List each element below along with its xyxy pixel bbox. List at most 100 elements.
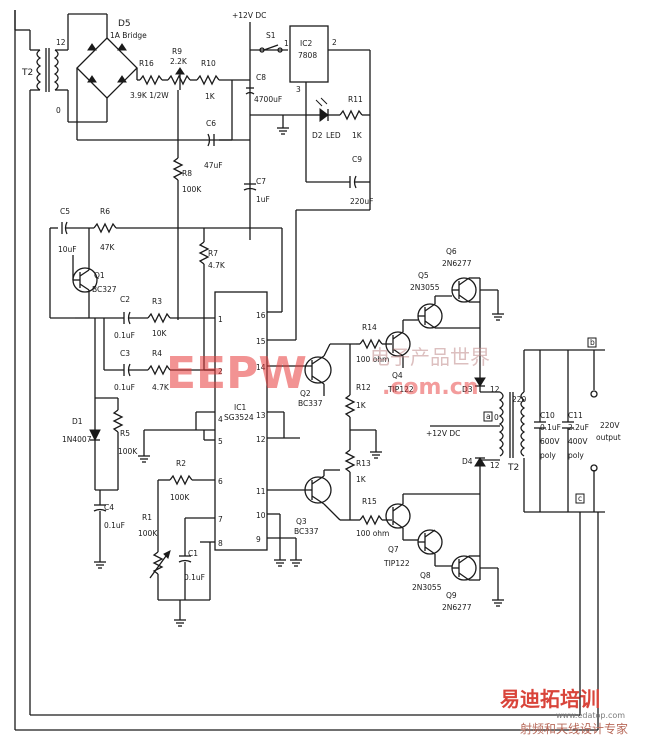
label-q8: Q8 — [420, 571, 431, 580]
label-q3: Q3 — [296, 517, 307, 526]
label-r2-val: 100K — [170, 493, 190, 502]
label-c8: C8 — [256, 73, 266, 82]
edatop-brand: 易迪拓培训 www.edatop.com 射频和天线设计专家 — [500, 687, 628, 736]
watermark-logo: EEPW — [166, 348, 307, 399]
bridge-d5: D5 1A Bridge — [76, 14, 250, 141]
label-r15: R15 — [362, 497, 377, 506]
label-c3-val: 0.1uF — [114, 383, 135, 392]
pin-4: 4 — [218, 415, 223, 424]
pin-9: 9 — [256, 535, 261, 544]
r8-c7: R8 100K C7 1uF — [172, 140, 270, 320]
label-q6-val: 2N6277 — [442, 259, 472, 268]
label-q7: Q7 — [388, 545, 399, 554]
label-d3: D3 — [462, 385, 473, 394]
label-out2: output — [596, 433, 621, 442]
timing-r2-r1-c1: R2 100K R1 100K C1 0.1uF — [138, 459, 215, 627]
label-q5-val: 2N3055 — [410, 283, 440, 292]
supply-rail: +12V DC C8 4700uF S1 1 IC2 7808 2 3 R11 … — [232, 11, 373, 240]
label-r7-val: 4.7K — [208, 261, 226, 270]
label-d1: D1 — [72, 417, 83, 426]
pin-5: 5 — [218, 437, 223, 446]
label-c1: C1 — [188, 549, 198, 558]
label-c6: C6 — [206, 119, 216, 128]
label-q6: Q6 — [446, 247, 457, 256]
label-r12: R12 — [356, 383, 371, 392]
label-d5-val: 1A Bridge — [110, 31, 147, 40]
pin-2: 2 — [218, 367, 223, 376]
box-a-mid: a — [486, 412, 491, 421]
label-c5: C5 — [60, 207, 70, 216]
label-c10-val3: poly — [540, 451, 556, 460]
label-c9: C9 — [352, 155, 362, 164]
label-ic2: IC2 — [300, 39, 312, 48]
ic2-7808 — [289, 25, 329, 83]
label-q7-val: TIP122 — [383, 559, 410, 568]
label-q9-val: 2N6277 — [442, 603, 472, 612]
label-q2-val: BC337 — [298, 399, 323, 408]
pin-10: 10 — [256, 511, 266, 520]
d1-r5-c4: D1 1N4007 R5 100K C4 0.1uF — [62, 318, 138, 569]
pin-11: 11 — [256, 487, 266, 496]
label-c4: C4 — [104, 503, 114, 512]
pin-13: 13 — [256, 411, 266, 420]
label-t2-out-220: 220 — [512, 395, 527, 404]
resistor-r7: R7 4.7K — [198, 228, 226, 370]
label-ic1: IC1 — [234, 403, 246, 412]
label-r1: R1 — [142, 513, 152, 522]
label-ic2-val: 7808 — [298, 51, 317, 60]
label-r6-val: 47K — [100, 243, 116, 252]
label-q9: Q9 — [446, 591, 457, 600]
label-r14: R14 — [362, 323, 377, 332]
return-wires — [14, 10, 598, 731]
inputs-c2-r3-c3-r4: C2 0.1uF R3 10K C3 0.1uF R4 4.7K — [89, 295, 215, 392]
label-r9: R9 — [172, 47, 182, 56]
label-r14-val: 100 ohm — [356, 355, 389, 364]
transformer-t2-input: T2 12 0 — [14, 10, 107, 123]
label-d2-val: LED — [326, 131, 341, 140]
pin-12: 12 — [256, 435, 266, 444]
label-q4: Q4 — [392, 371, 403, 380]
capacitor-c6: C6 47uF — [204, 80, 233, 170]
label-ic2-3: 3 — [296, 85, 301, 94]
label-t2-out-12b: 12 — [490, 461, 500, 470]
label-r10: R10 — [201, 59, 216, 68]
label-c11: C11 — [568, 411, 583, 420]
upper-power-stage: R14 100 ohm Q4 TIP122 Q5 2N3055 Q6 2N627… — [356, 247, 504, 394]
label-r15-val: 100 ohm — [356, 529, 389, 538]
label-q5: Q5 — [418, 271, 429, 280]
label-t2-out-0: 0 — [494, 413, 499, 422]
label-12v-top: +12V DC — [232, 11, 266, 20]
watermark-logo-cn: 电子产品世界 — [370, 345, 490, 369]
label-r5-val: 100K — [118, 447, 138, 456]
ic1-sg3524: IC1 SG3524 1 2 4 5 6 7 8 16 15 14 13 12 … — [138, 209, 370, 567]
label-r11-val: 1K — [352, 131, 363, 140]
label-q1-val: BC327 — [92, 285, 117, 294]
label-t2-out-12a: 12 — [490, 385, 500, 394]
label-q4-val: TIP122 — [387, 385, 414, 394]
q1-c5-r6: C5 10uF R6 47K Q1 BC327 — [49, 207, 282, 319]
label-c5-val: 10uF — [58, 245, 77, 254]
label-ic1-val: SG3524 — [224, 413, 254, 422]
pin-7: 7 — [218, 515, 223, 524]
pin-8: 8 — [218, 539, 223, 548]
watermark-url: .com.cn — [382, 375, 479, 400]
resistors-r16-r9-r10: R16 3.9K 1/2W R9 2.2K R10 1K — [130, 47, 250, 140]
label-r4-val: 4.7K — [152, 383, 170, 392]
label-r4: R4 — [152, 349, 162, 358]
label-c11-val1: 2.2uF — [568, 423, 589, 432]
label-c2-val: 0.1uF — [114, 331, 135, 340]
label-r8: R8 — [182, 169, 192, 178]
label-t2-in-0: 0 — [56, 106, 61, 115]
pin-16: 16 — [256, 311, 266, 320]
label-c10: C10 — [540, 411, 555, 420]
label-r6: R6 — [100, 207, 110, 216]
label-r8-val: 100K — [182, 185, 202, 194]
label-r7: R7 — [208, 249, 218, 258]
pin-14: 14 — [256, 363, 266, 372]
drivers-q2-q3: Q2 BC337 Q3 BC337 R12 1K R13 1K — [294, 343, 382, 536]
label-s1: S1 — [266, 31, 276, 40]
label-q8-val: 2N3055 — [412, 583, 442, 592]
eepw-watermark: EEPW 电子产品世界 .com.cn — [166, 345, 490, 400]
label-r9-val: 2.2K — [170, 57, 188, 66]
brand-name: 易迪拓培训 — [500, 687, 600, 711]
